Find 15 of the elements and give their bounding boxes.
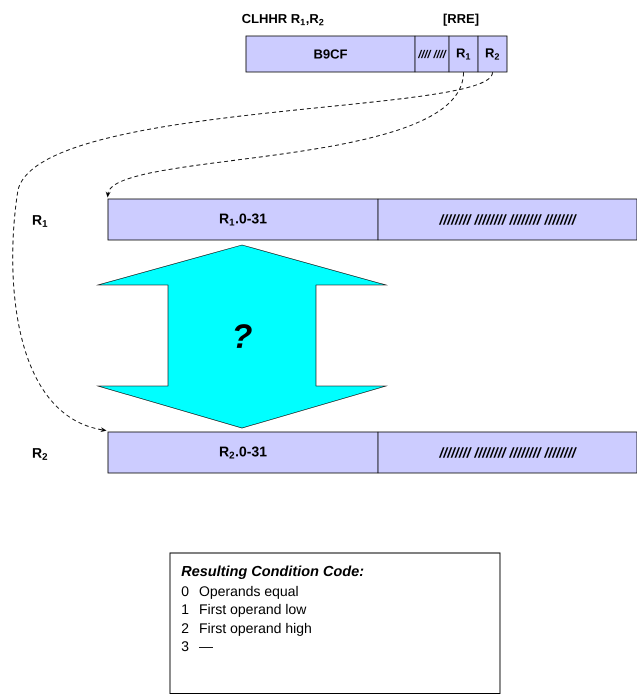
list-item: 2 First operand high <box>182 622 311 636</box>
unused-bits: //////// //////// //////// //////// <box>378 432 637 474</box>
heading: Resulting Condition Code: <box>181 566 364 580</box>
register-field: R$_{2}$ <box>478 36 508 72</box>
register-bits: R$_{1}$.0-31 <box>108 198 378 240</box>
format-name: [RRE] <box>444 14 478 26</box>
list-item: 3 — <box>182 641 213 652</box>
register-label: R$_{2}$ <box>32 448 48 460</box>
register-bits: R$_{2}$.0-31 <box>108 432 378 474</box>
list-item: 0 Operands equal <box>182 586 298 599</box>
unused-field: //// //// <box>414 36 450 72</box>
unused-bits: //////// //////// //////// //////// <box>378 198 637 240</box>
register-label: R$_{1}$ <box>32 215 48 227</box>
register-field: R$_{1}$ <box>448 36 478 72</box>
list-item: 1 First operand low <box>182 604 306 617</box>
